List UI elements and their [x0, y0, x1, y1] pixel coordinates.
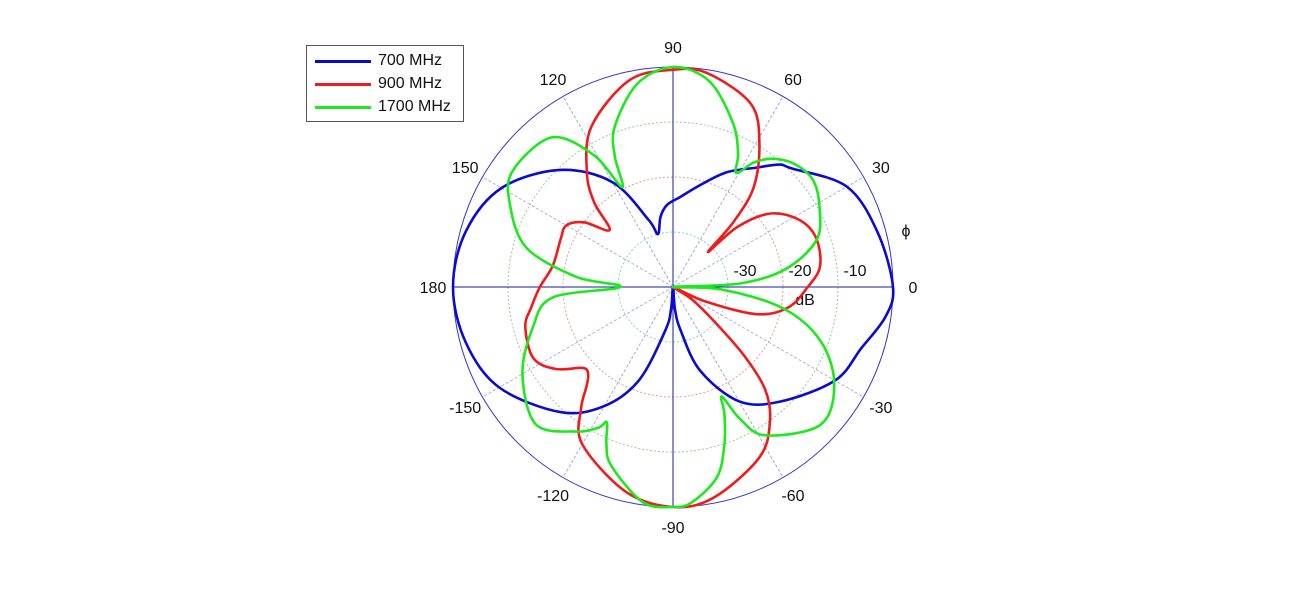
angle-tick-label: 180: [420, 280, 447, 297]
legend-label-900: 900 MHz: [378, 75, 443, 92]
legend-swatch-900: [315, 82, 371, 86]
legend-item-900: 900 MHz: [315, 74, 442, 94]
grid-spoke: [672, 286, 784, 478]
angle-tick-label: 60: [784, 72, 802, 89]
grid-spoke: [482, 176, 674, 288]
radial-tick-label: -10: [843, 263, 866, 280]
angle-tick-label: -120: [537, 488, 569, 505]
angle-tick-label: -30: [869, 400, 892, 417]
angle-tick-label: 150: [452, 160, 479, 177]
radial-tick-label: -20: [788, 263, 811, 280]
grid-spoke: [562, 286, 674, 478]
grid-spoke: [672, 96, 784, 288]
angle-tick-label: 0: [909, 280, 918, 297]
legend-item-700: 700 MHz: [315, 51, 442, 71]
angle-tick-label: 30: [872, 160, 890, 177]
legend-swatch-700: [315, 59, 371, 63]
angle-tick-label: -60: [781, 488, 804, 505]
angle-tick-label: 120: [540, 72, 567, 89]
legend: 700 MHz 900 MHz 1700 MHz: [306, 45, 464, 122]
grid-spoke: [562, 96, 674, 288]
series-1700-mhz: [506, 65, 836, 509]
angle-tick-label: -90: [661, 520, 684, 537]
radial-tick-label: -30: [733, 263, 756, 280]
legend-swatch-1700: [315, 105, 371, 109]
legend-label-1700: 1700 MHz: [378, 98, 451, 115]
angle-axis-label: ϕ: [902, 223, 911, 240]
legend-label-700: 700 MHz: [378, 52, 443, 69]
grid-spoke: [672, 286, 864, 398]
angle-tick-label: 90: [664, 40, 682, 57]
angle-tick-label: -150: [449, 400, 481, 417]
grid-spoke: [482, 286, 674, 398]
grid-spoke: [672, 176, 864, 288]
legend-item-1700: 1700 MHz: [315, 97, 451, 117]
